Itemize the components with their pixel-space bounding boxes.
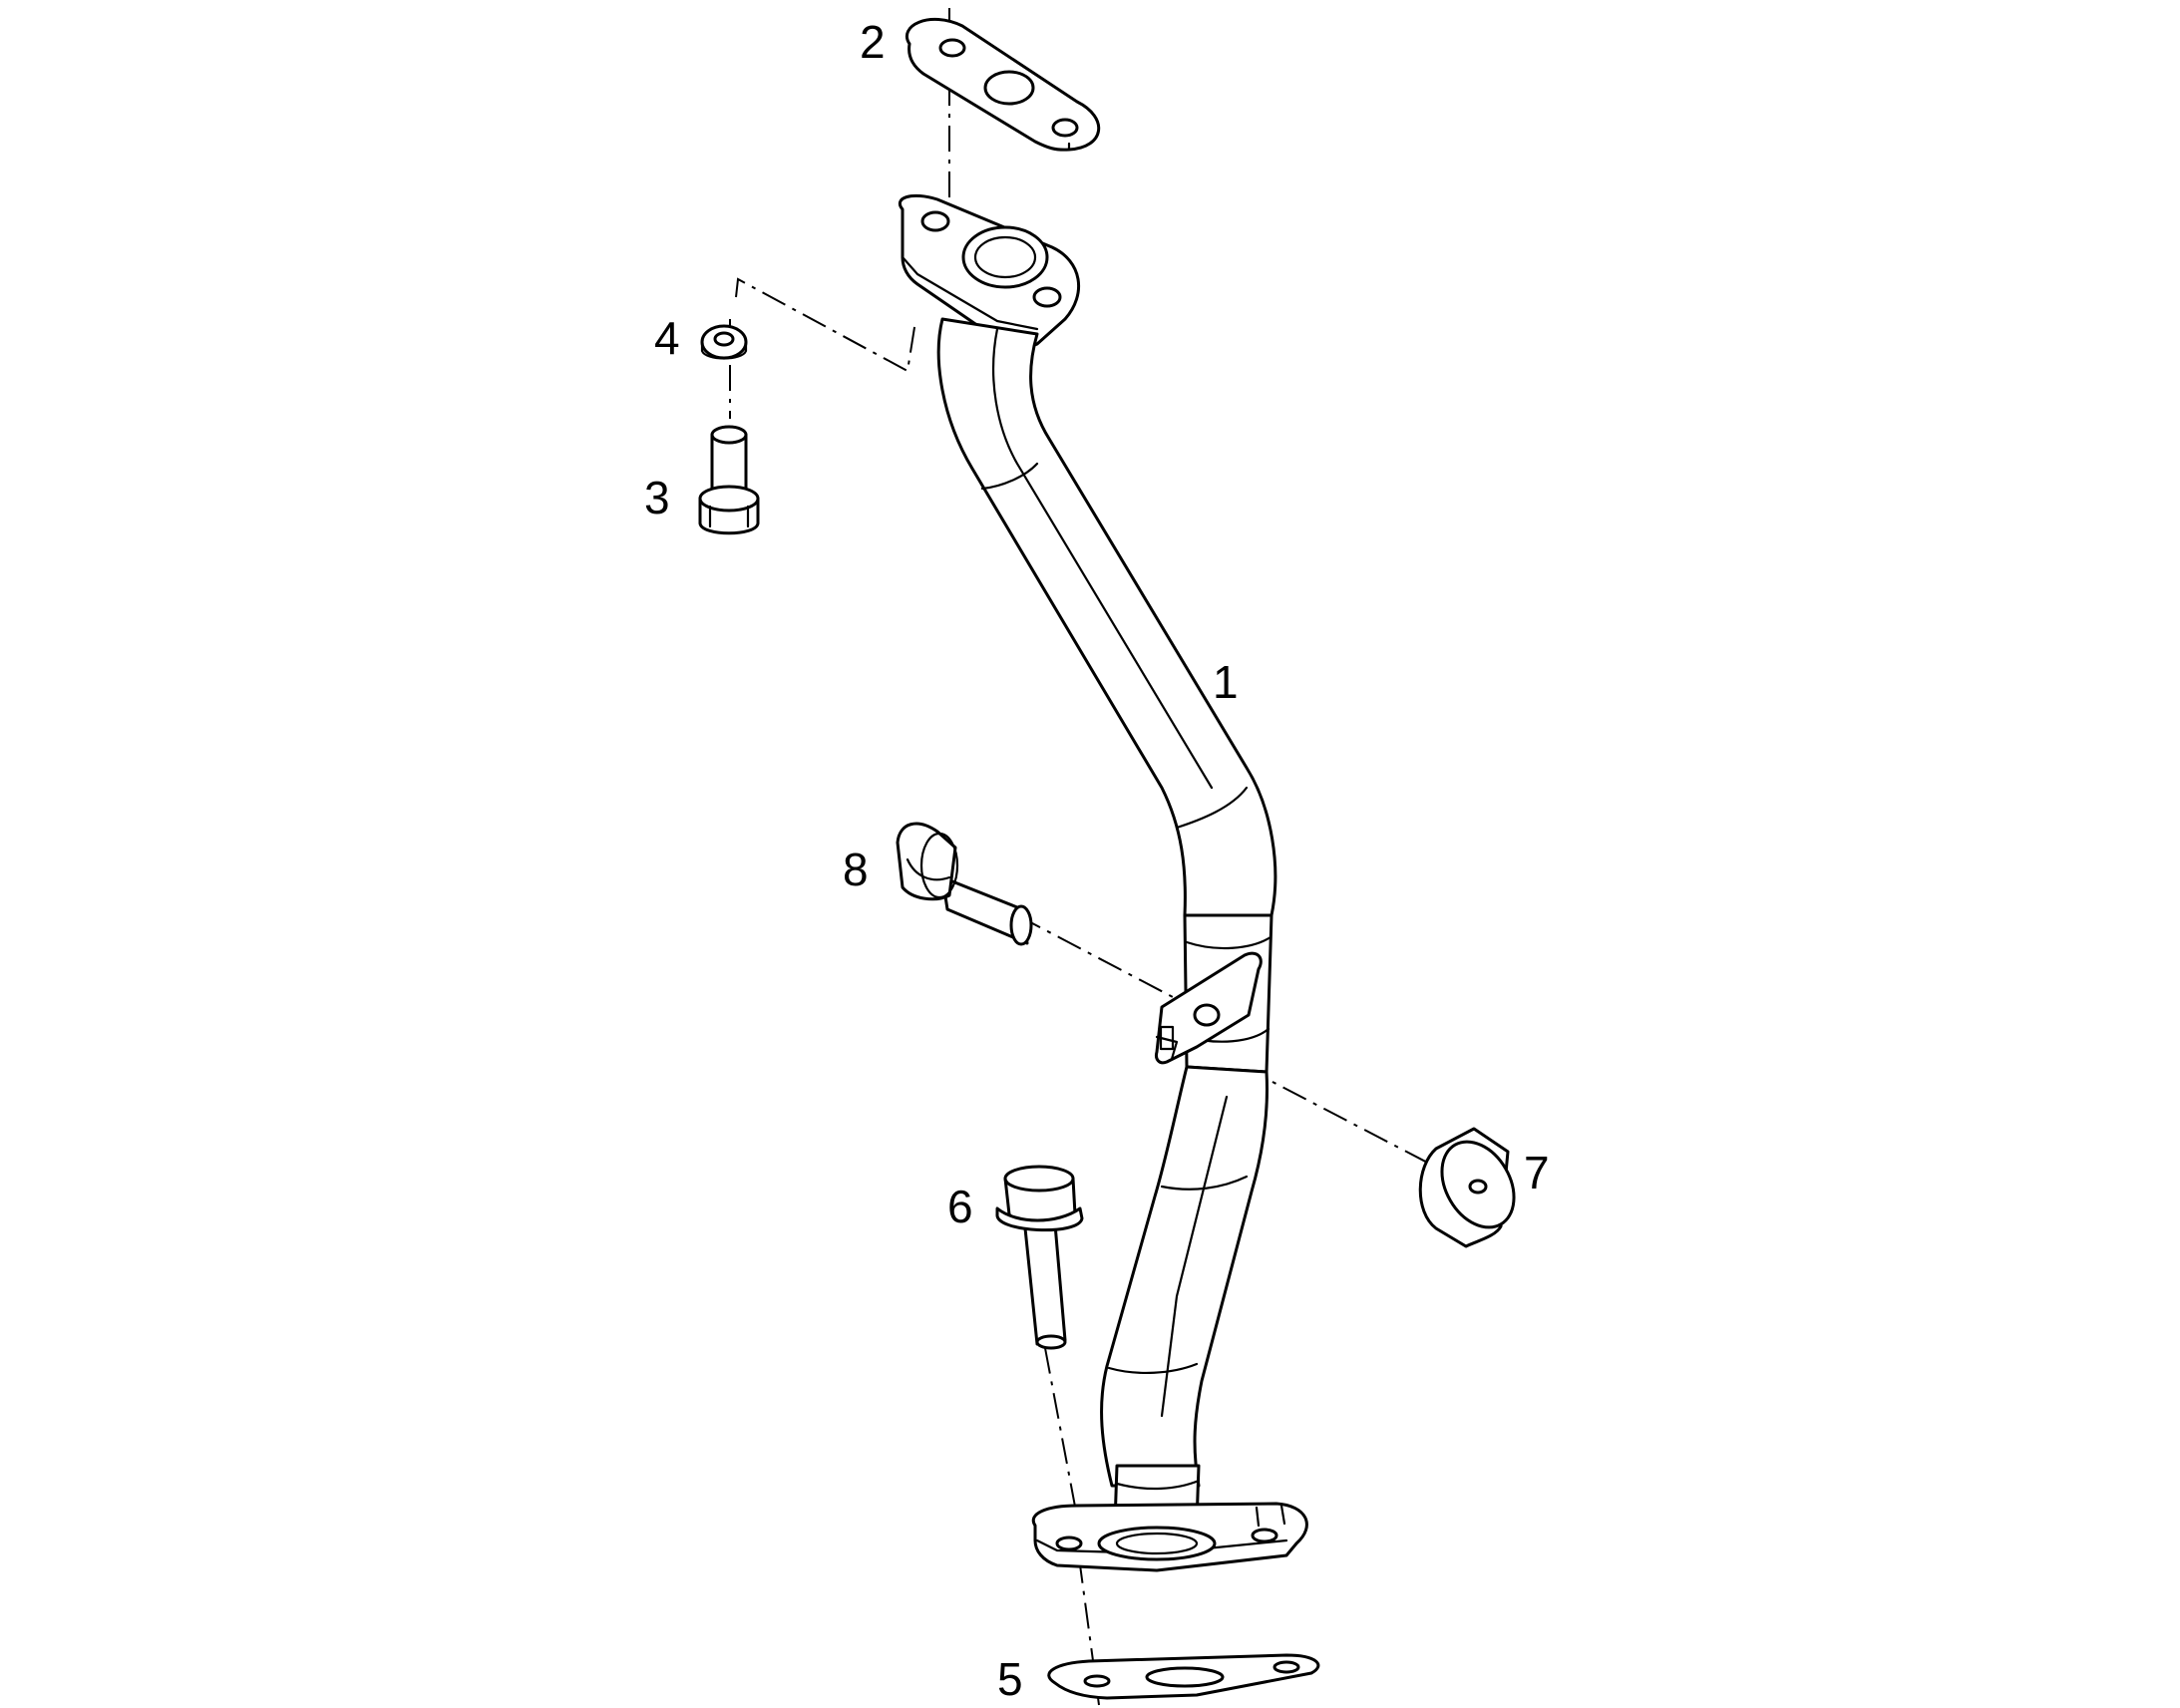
- callout-1: 1: [1213, 656, 1239, 708]
- spacer: [1418, 1127, 1516, 1248]
- gasket-bottom: [1047, 1653, 1320, 1700]
- callout-6: 6: [947, 1181, 973, 1232]
- callout-4: 4: [654, 312, 680, 364]
- callout-8: 8: [843, 844, 869, 895]
- flange-bolt-vertical: [995, 1165, 1084, 1350]
- washer: [700, 324, 748, 360]
- leader-flange-to-gasket: [1078, 1556, 1100, 1706]
- leader-washer-to-flange: [735, 277, 916, 373]
- callout-3: 3: [644, 472, 670, 523]
- gasket-top: [906, 17, 1101, 152]
- callout-5: 5: [997, 1653, 1023, 1705]
- leader-bolt-6-to-flange: [1044, 1347, 1080, 1529]
- socket-head-bolt: [698, 425, 760, 535]
- leader-bolt-8-to-clamp: [1016, 914, 1193, 1008]
- callout-labels: 1 2 3 4 5 6 7 8: [644, 16, 1550, 1705]
- callout-2: 2: [860, 16, 886, 68]
- callout-7: 7: [1524, 1147, 1550, 1198]
- flange-bolt-horizontal: [896, 822, 1033, 946]
- oil-tube: [899, 193, 1308, 1572]
- tube-clamp-bracket: [1155, 951, 1263, 1065]
